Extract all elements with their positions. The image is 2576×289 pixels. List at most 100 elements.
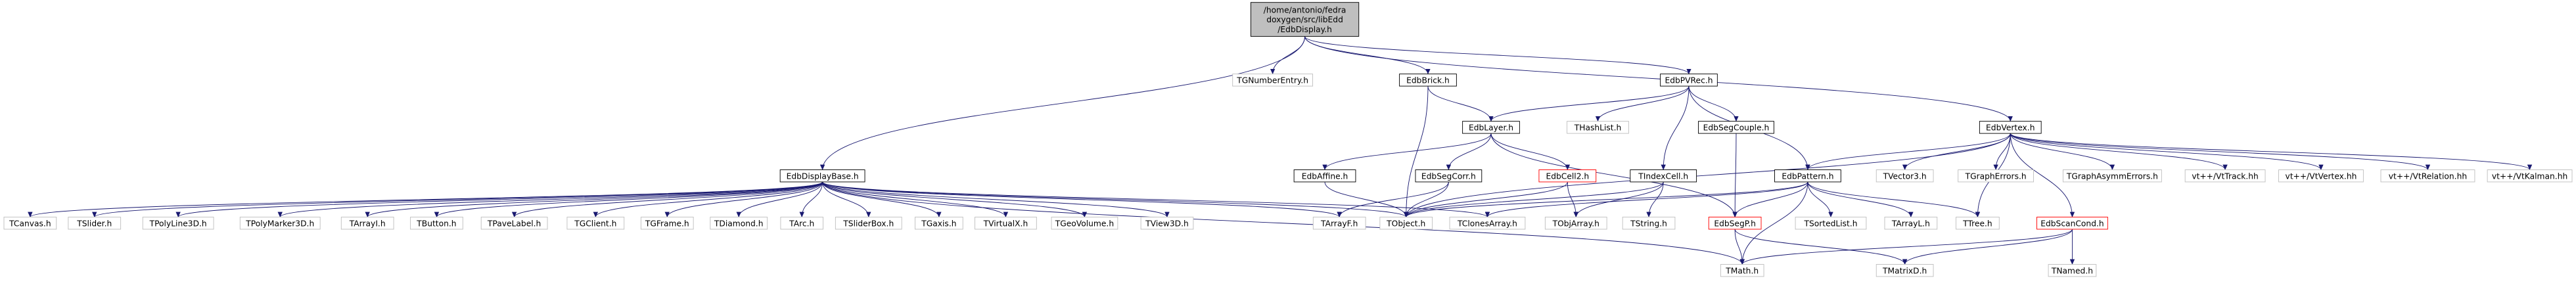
node-EdbDisplayBase[interactable]: EdbDisplayBase.h: [779, 169, 865, 183]
root-line-3: /EdbDisplay.h: [1277, 25, 1332, 34]
edge-EdbLayer-to-EdbSegP: [1490, 133, 1737, 217]
edge-EdbVertex-to-VtTrack: [2010, 133, 2228, 170]
edge-EdbDisplayBase-to-TPolyMarker3D: [277, 181, 823, 217]
node-box: [710, 217, 768, 230]
node-VtTrack[interactable]: vt++/VtTrack.hh: [2184, 169, 2266, 183]
node-label: EdbPattern.h: [1782, 171, 1833, 181]
node-TArrayI[interactable]: TArrayI.h: [340, 217, 394, 230]
node-TObjArray[interactable]: TObjArray.h: [1544, 217, 1607, 230]
node-box: [2036, 217, 2108, 230]
node-box: [1958, 169, 2035, 183]
node-EdbPattern[interactable]: EdbPattern.h: [1774, 169, 1841, 183]
node-box: [1660, 74, 1718, 87]
node-TGFrame[interactable]: TGFrame.h: [640, 217, 694, 230]
root-line-2: doxygen/src/libEdd: [1266, 15, 1343, 24]
node-TPolyLine3D[interactable]: TPolyLine3D.h: [142, 217, 214, 230]
node-label: TGeoVolume.h: [1055, 219, 1114, 228]
node-TClonesArray[interactable]: TClonesArray.h: [1449, 217, 1526, 230]
node-TGClient[interactable]: TGClient.h: [566, 217, 625, 230]
node-TString[interactable]: TString.h: [1622, 217, 1676, 230]
node-box: [1875, 264, 1934, 277]
node-TCanvas[interactable]: TCanvas.h: [3, 217, 57, 230]
node-THashList[interactable]: THashList.h: [1567, 121, 1629, 134]
node-EdbAffine[interactable]: EdbAffine.h: [1293, 169, 1356, 183]
edge-EdbLayer-to-EdbCell2: [1490, 133, 1570, 170]
node-TVirtualX[interactable]: TVirtualX.h: [975, 217, 1037, 230]
edge-EdbDisplayBase-to-TArrayF: [822, 181, 1342, 217]
edge-EdbDisplayBase-to-TSliderBox: [822, 181, 871, 217]
node-TIndexCell[interactable]: TIndexCell.h: [1630, 169, 1697, 183]
node-EdbCell2[interactable]: EdbCell2.h: [1538, 169, 1597, 183]
edge-EdbSegP-to-TMatrixD: [1734, 229, 1908, 265]
node-label: EdbBrick.h: [1406, 76, 1450, 85]
node-TTree[interactable]: TTree.h: [1956, 217, 2000, 230]
node-root[interactable]: /home/antonio/fedra doxygen/src/libEdd /…: [1250, 2, 1360, 37]
node-TGaxis[interactable]: TGaxis.h: [915, 217, 963, 230]
node-box: [1399, 74, 1457, 87]
node-label: TTree.h: [1962, 219, 1992, 228]
node-TPaveLabel[interactable]: TPaveLabel.h: [480, 217, 548, 230]
node-TVector3[interactable]: TVector3.h: [1875, 169, 1934, 183]
node-TMatrixD[interactable]: TMatrixD.h: [1875, 264, 1934, 277]
edge-TIndexCell-to-TObjArray: [1573, 181, 1664, 217]
node-label: TGraphAsymmErrors.h: [2066, 171, 2158, 181]
node-TObject[interactable]: TObject.h: [1379, 217, 1433, 230]
node-EdbBrick[interactable]: EdbBrick.h: [1399, 74, 1457, 87]
node-TGNumberEntry[interactable]: TGNumberEntry.h: [1232, 74, 1314, 87]
node-TSlider[interactable]: TSlider.h: [68, 217, 122, 230]
edge-EdbDisplayBase-to-TPolyLine3D: [175, 181, 823, 217]
node-TButton[interactable]: TButton.h: [410, 217, 463, 230]
edge-EdbDisplayBase-to-TObject: [822, 181, 1409, 217]
edge-EdbSegCorr-to-TArrayF: [1337, 181, 1449, 217]
edge-EdbVertex-to-TObject: [1404, 133, 2011, 217]
node-EdbSegP[interactable]: EdbSegP.h: [1708, 217, 1762, 230]
node-EdbPVRec[interactable]: EdbPVRec.h: [1660, 74, 1718, 87]
edge-EdbSegCouple-to-EdbSegP: [1732, 133, 1737, 217]
node-VtVertex[interactable]: vt++/VtVertex.hh: [2278, 169, 2364, 183]
node-label: vt++/VtVertex.hh: [2286, 171, 2357, 181]
edge-EdbDisplayBase-to-TButton: [434, 181, 823, 217]
node-EdbSegCouple[interactable]: EdbSegCouple.h: [1698, 121, 1774, 134]
node-box: [1956, 217, 2000, 230]
node-TArc[interactable]: TArc.h: [780, 217, 823, 230]
node-TGraphErrors[interactable]: TGraphErrors.h: [1958, 169, 2035, 183]
node-label: vt++/VtTrack.hh: [2192, 171, 2258, 181]
node-TPolyMarker3D[interactable]: TPolyMarker3D.h: [239, 217, 321, 230]
node-box: [975, 217, 1037, 230]
root-line-1: /home/antonio/fedra: [1264, 5, 1346, 14]
node-TMath[interactable]: TMath.h: [1720, 264, 1764, 277]
node-label: TObject.h: [1386, 219, 1425, 228]
node-TDiamond[interactable]: TDiamond.h: [710, 217, 768, 230]
node-box: [1544, 217, 1607, 230]
node-TGraphAsymmErrors[interactable]: TGraphAsymmErrors.h: [2062, 169, 2162, 183]
node-box: [2278, 169, 2364, 183]
node-label: TButton.h: [416, 219, 456, 228]
node-EdbSegCorr[interactable]: EdbSegCorr.h: [1415, 169, 1483, 183]
node-EdbScanCond[interactable]: EdbScanCond.h: [2036, 217, 2108, 230]
node-TSliderBox[interactable]: TSliderBox.h: [835, 217, 902, 230]
edges-layer: [28, 36, 2533, 265]
node-EdbVertex[interactable]: EdbVertex.h: [1979, 121, 2042, 134]
edge-TIndexCell-to-TObject: [1404, 181, 1664, 217]
node-VtRelation[interactable]: vt++/VtRelation.hh: [2380, 169, 2475, 183]
node-label: EdbDisplayBase.h: [787, 171, 859, 181]
node-label: TPaveLabel.h: [487, 219, 541, 228]
node-TArrayL[interactable]: TArrayL.h: [1884, 217, 1938, 230]
node-TSortedList[interactable]: TSortedList.h: [1795, 217, 1867, 230]
node-label: TArc.h: [789, 219, 814, 228]
node-VtKalman[interactable]: vt++/VtKalman.hh: [2487, 169, 2573, 183]
node-EdbLayer[interactable]: EdbLayer.h: [1462, 121, 1520, 134]
edge-EdbPVRec-to-EdbSegCouple: [1688, 86, 1739, 122]
edge-EdbVertex-to-VtKalman: [2010, 133, 2533, 170]
node-box: [1462, 121, 1520, 134]
edge-EdbVertex-to-VtRelation: [2010, 133, 2430, 170]
node-label: TCanvas.h: [9, 219, 51, 228]
node-TNamed[interactable]: TNamed.h: [2048, 264, 2097, 277]
node-box: [1795, 217, 1867, 230]
edge-EdbPattern-to-TArrayL: [1807, 181, 1914, 217]
node-TView3D[interactable]: TView3D.h: [1140, 217, 1194, 230]
node-TArrayF[interactable]: TArrayF.h: [1312, 217, 1366, 230]
node-box: [1140, 217, 1194, 230]
node-box: [1630, 169, 1697, 183]
node-TGeoVolume[interactable]: TGeoVolume.h: [1051, 217, 1118, 230]
